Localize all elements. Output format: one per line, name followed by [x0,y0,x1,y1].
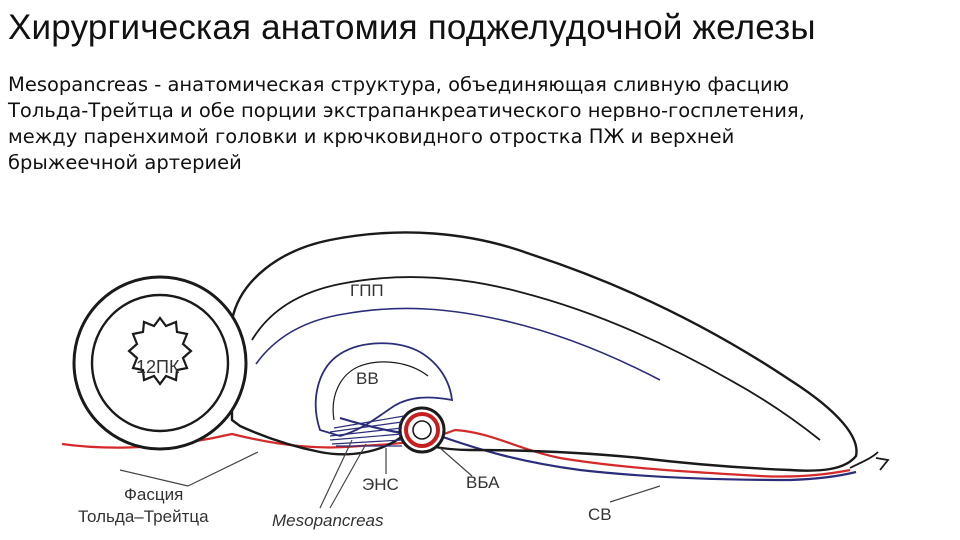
label-duodenum: 12ПК [136,357,180,377]
slide-title: Хирургическая анатомия поджелудочной жел… [8,8,816,47]
label-sv: СВ [588,505,612,524]
body-line: Mesopancreas - анатомическая структура, … [8,73,790,96]
leader-lines [119,439,661,509]
label-fascia-line2: Тольда–Трейтца [78,507,209,526]
label-vba: ВБА [466,473,500,492]
fascia-line [61,428,851,478]
label-mesopancreas: Mesopancreas [272,511,384,530]
uncinate-inner [332,361,429,421]
body-line: брыжеечной артерией [8,151,242,174]
duodenum [72,275,248,451]
body-line: между паренхимой головки и крючковидного… [8,125,735,148]
leader-mesopancreas-1 [319,439,353,509]
nerve-plexus [329,415,405,447]
pancreas-body [230,231,858,472]
slide-body-text: Mesopancreas - анатомическая структура, … [8,72,953,176]
pancreatic-duct-inner [255,307,661,381]
label-ens: ЭНС [362,475,399,494]
label-vv: ВВ [356,369,379,388]
pancreas-tail-tip [849,451,890,471]
leader-sv [609,485,661,503]
leader-fascia [187,451,259,487]
leader-mesopancreas-2 [329,443,367,509]
uncinate-process [314,342,454,437]
label-gpp: ГПП [350,281,384,300]
superior-mesenteric-artery [398,406,446,454]
pancreatic-duct [251,276,821,441]
leader-fascia-2 [119,469,189,487]
label-fascia-line1: Фасция [124,485,183,504]
body-line: Тольда-Трейтца и обе порции экстрапанкре… [8,99,805,122]
duodenum-mucosa [127,316,193,386]
leader-vba [439,447,473,477]
